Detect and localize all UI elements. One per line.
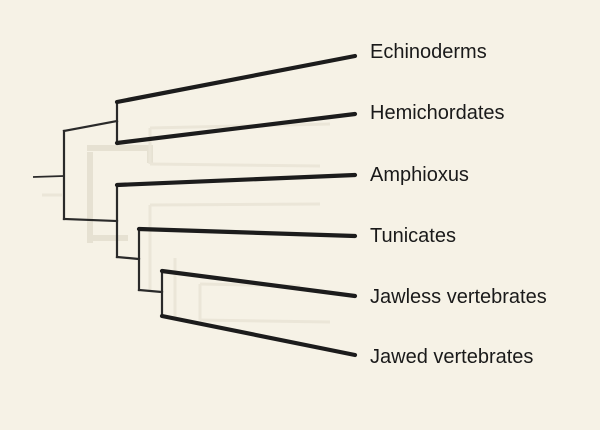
- branch-chordata: [62, 217, 119, 223]
- label-echinoderms: Echinoderms: [370, 41, 487, 63]
- label-jawless-vertebrates: Jawless vertebrates: [370, 286, 547, 308]
- branch-ambulacraria: [62, 119, 119, 133]
- root-stem: [32, 175, 65, 178]
- branch-vertebrata: [137, 288, 164, 294]
- main-tree: [32, 53, 358, 358]
- ghost-branch-3: [149, 162, 321, 168]
- branch-tunicates: [136, 226, 358, 239]
- ghost-tree: [42, 122, 331, 324]
- label-tunicates: Tunicates: [370, 225, 456, 247]
- label-hemichordates: Hemichordates: [370, 102, 505, 124]
- label-jawed-vertebrates: Jawed vertebrates: [370, 346, 534, 368]
- branch-olfactores: [115, 255, 141, 261]
- ghost-branch-5: [149, 202, 321, 207]
- branch-hemichordates: [114, 111, 358, 146]
- branch-jawless-vertebrates: [159, 268, 358, 299]
- label-amphioxus: Amphioxus: [370, 164, 469, 186]
- branch-echinoderms: [114, 53, 358, 105]
- ghost-branch-1: [87, 145, 153, 163]
- ghost-branch-7: [199, 318, 331, 324]
- branch-jawed-vertebrates: [159, 313, 358, 358]
- branch-amphioxus: [114, 172, 358, 188]
